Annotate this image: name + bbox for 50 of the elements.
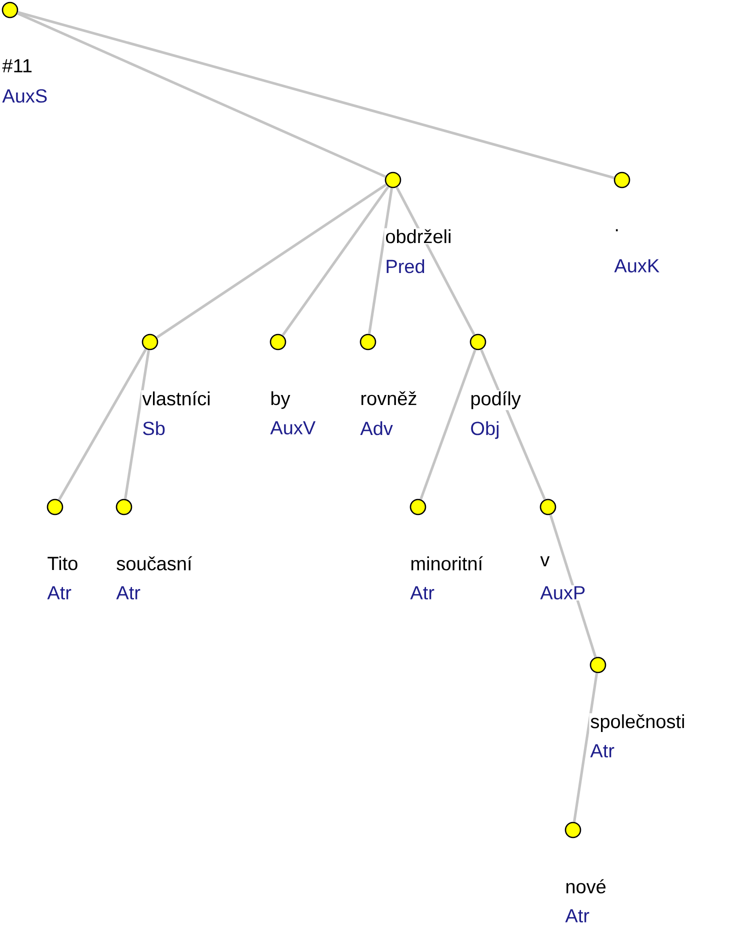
tree-edge [420,349,476,500]
tree-edge [396,186,476,336]
tree-edge [156,183,387,339]
tree-node-circle [540,498,556,516]
tree-edge [18,10,614,180]
tree-edge [16,12,386,178]
tree-node-circle [470,334,486,350]
tree-node-circle [360,334,376,350]
tree-node-circle [2,2,18,18]
tree-node-circle [270,334,286,350]
word-text: nové [564,878,608,894]
function-label: AuxP [539,585,587,600]
tree-node-circle [614,172,630,188]
tree-node-circle [116,498,132,516]
word-text: podíly [469,390,522,410]
function-label: AuxV [269,420,317,436]
tree-edge [549,514,597,658]
word-text: by [269,390,292,410]
word-text: rovněž [359,390,418,406]
function-label: Atr [115,585,142,600]
word-text: vlastníci [141,390,212,406]
function-label: Adv [359,420,394,436]
function-label: Sb [141,420,166,436]
tree-node-circle [46,498,64,516]
function-label: Obj [469,420,501,440]
tree-node-circle [564,822,582,838]
word-text: společnosti [589,713,686,733]
word-text: současní [115,555,194,572]
tree-edge [58,348,148,501]
tree-node-circle [384,172,402,188]
word-text: Tito [46,555,80,572]
function-label: Atr [564,908,590,924]
tree-edge [368,188,394,334]
function-label: Atr [589,743,616,758]
function-label: AuxS [1,88,49,104]
tree-node-circle [142,334,158,350]
function-label: Pred [384,258,426,274]
word-text: minoritní [409,555,484,572]
function-label: Atr [409,585,436,600]
tree-edge [124,350,150,500]
word-text: . [613,228,620,232]
word-text: #11 [1,58,34,74]
function-label: AuxK [613,258,661,274]
tree-node-circle [410,498,426,516]
word-text: obdrželi [384,228,453,244]
tree-node-circle [590,656,606,674]
word-text: v [539,555,551,568]
tree-edge [572,672,598,822]
tree-edge [282,186,390,336]
function-label: Atr [46,585,72,600]
